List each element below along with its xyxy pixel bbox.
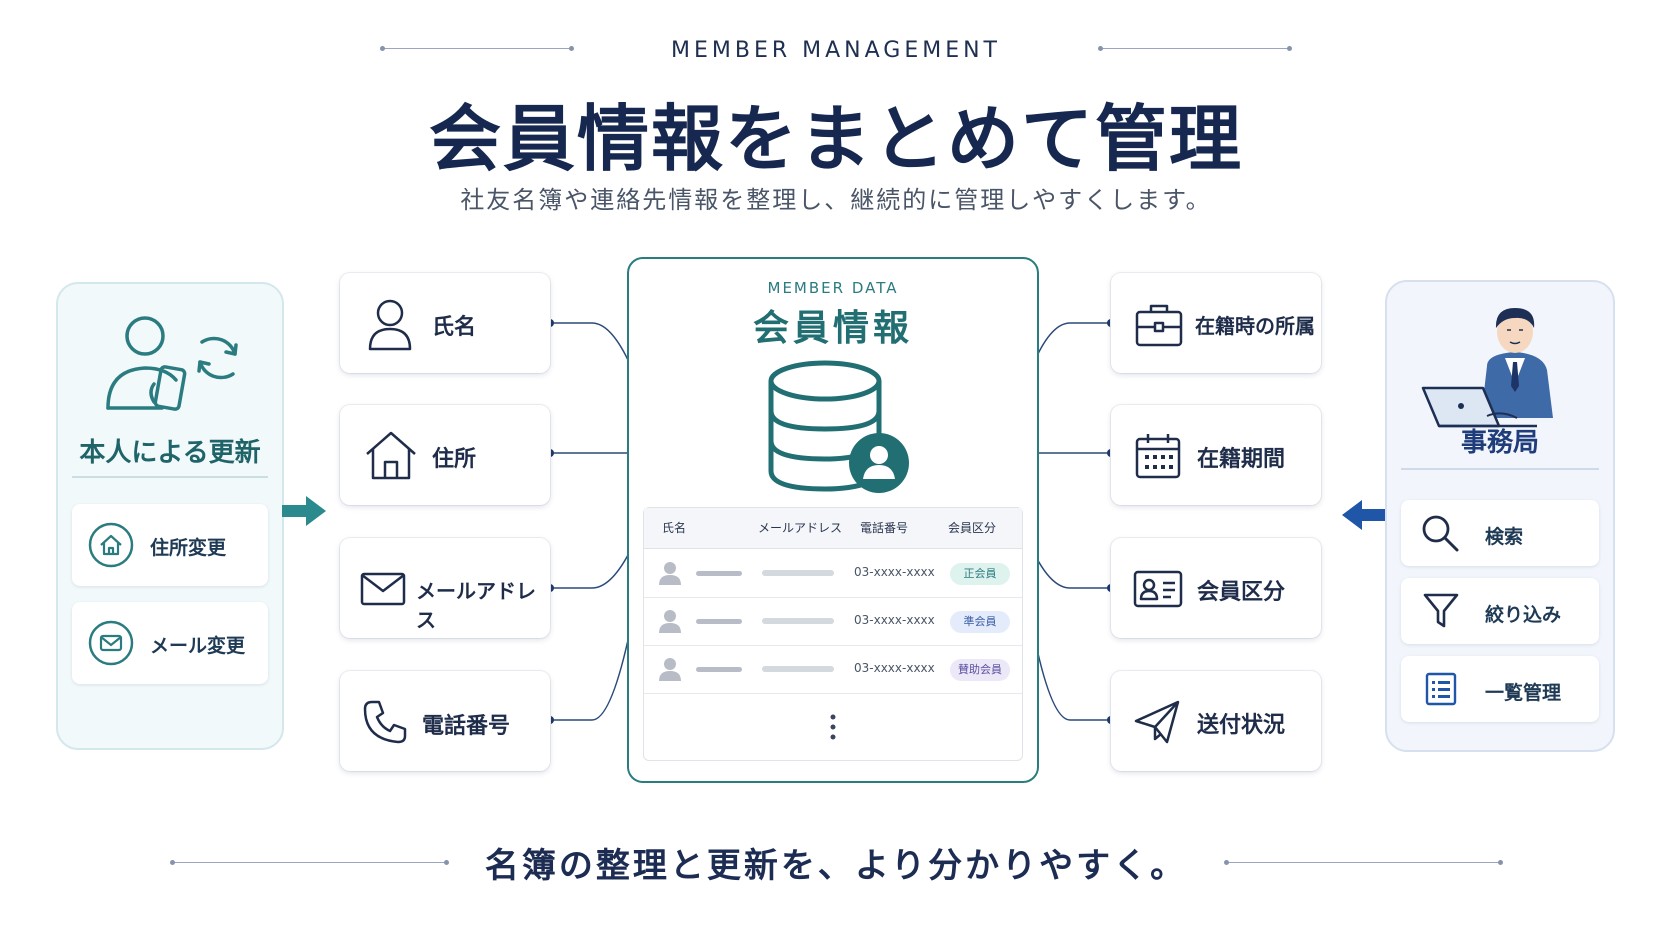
- search-icon: [1422, 515, 1459, 552]
- column-header-phone: 電話番号: [860, 521, 909, 535]
- mail-change-item[interactable]: メール変更: [72, 602, 268, 684]
- list-management-item[interactable]: 一覧管理: [1401, 656, 1599, 722]
- avatar-icon: [659, 610, 681, 633]
- filter-icon: [1423, 593, 1459, 628]
- status-badge: 正会員: [950, 563, 1010, 585]
- field-card-phone: 電話番号: [340, 671, 550, 771]
- self-update-title: 本人による更新: [79, 438, 261, 468]
- phone-icon: [363, 700, 407, 744]
- search-label: 検索: [1485, 526, 1524, 548]
- field-label-period: 在籍期間: [1197, 447, 1286, 472]
- phone-value: 03-xxxx-xxxx: [854, 613, 935, 627]
- field-card-email: メールアドレス: [340, 538, 550, 638]
- avatar-icon: [659, 562, 681, 585]
- member-table-header: 氏名 メールアドレス 電話番号 会員区分: [644, 508, 1022, 549]
- field-label-address: 住所: [432, 447, 477, 472]
- page-subtitle: 社友名簿や連絡先情報を整理し、継続的に管理しやすくします。: [460, 186, 1212, 214]
- field-card-delivery: 送付状況: [1111, 671, 1321, 771]
- filter-label: 絞り込み: [1485, 604, 1562, 626]
- filter-item[interactable]: 絞り込み: [1401, 578, 1599, 644]
- footer-rule-left: [170, 860, 449, 865]
- table-row[interactable]: 03-xxxx-xxxx 賛助会員: [644, 645, 1022, 694]
- list-management-label: 一覧管理: [1485, 682, 1562, 704]
- field-card-address: 住所: [340, 405, 550, 505]
- more-vertical-icon[interactable]: [828, 713, 838, 743]
- mail-icon: [360, 572, 406, 606]
- field-card-name: 氏名: [340, 273, 550, 373]
- field-label-department: 在籍時の所属: [1195, 314, 1315, 338]
- field-label-email: メールアドレス: [416, 579, 536, 632]
- list-icon: [1425, 672, 1457, 706]
- member-data-card: MEMBER DATA 会員情報 氏名 メールアドレス 電話番号 会員区分 03…: [627, 257, 1039, 783]
- phone-value: 03-xxxx-xxxx: [854, 565, 935, 579]
- mail-change-label: メール変更: [150, 635, 246, 657]
- field-card-period: 在籍期間: [1111, 405, 1321, 505]
- panel-divider: [1401, 468, 1599, 470]
- address-change-item[interactable]: 住所変更: [72, 504, 268, 586]
- avatar-icon: [659, 658, 681, 681]
- arrow-right-icon: [282, 496, 326, 526]
- mail-icon: [88, 620, 134, 666]
- home-icon: [88, 522, 134, 568]
- calendar-icon: [1135, 434, 1181, 479]
- person-phone-sync-icon: [106, 316, 238, 411]
- address-change-label: 住所変更: [150, 537, 227, 559]
- footer-rule-right: [1224, 860, 1503, 865]
- arrow-left-icon: [1342, 500, 1386, 530]
- header-rule-left: [380, 46, 574, 51]
- secretariat-panel: 事務局 検索 絞り込み 一覧管理: [1385, 280, 1615, 752]
- name-placeholder: [696, 667, 742, 672]
- secretariat-title: 事務局: [1460, 428, 1539, 458]
- home-icon: [366, 431, 416, 480]
- database-user-icon: [768, 360, 909, 493]
- member-table: 氏名 メールアドレス 電話番号 会員区分 03-xxxx-xxxx 正会員 03…: [643, 507, 1023, 761]
- name-placeholder: [696, 571, 742, 576]
- table-row[interactable]: 03-xxxx-xxxx 正会員: [644, 549, 1022, 598]
- field-label-delivery: 送付状況: [1197, 713, 1286, 738]
- office-staff-icon: [1421, 308, 1553, 428]
- field-label-category: 会員区分: [1197, 580, 1286, 605]
- header-eyebrow: MEMBER MANAGEMENT: [670, 38, 1001, 63]
- field-label-name: 氏名: [432, 315, 477, 340]
- email-placeholder: [762, 618, 834, 624]
- search-item[interactable]: 検索: [1401, 500, 1599, 566]
- briefcase-icon: [1135, 304, 1183, 347]
- panel-divider: [72, 476, 268, 478]
- table-row[interactable]: 03-xxxx-xxxx 準会員: [644, 597, 1022, 646]
- person-icon: [368, 299, 412, 351]
- email-placeholder: [762, 666, 834, 672]
- member-data-title: 会員情報: [752, 308, 913, 349]
- self-update-panel: 本人による更新 住所変更 メール変更: [56, 282, 284, 750]
- id-card-icon: [1133, 570, 1183, 608]
- field-label-phone: 電話番号: [422, 714, 511, 739]
- page-title: 会員情報をまとめて管理: [428, 97, 1243, 181]
- column-header-name: 氏名: [662, 521, 687, 535]
- member-data-eyebrow: MEMBER DATA: [767, 279, 899, 297]
- field-card-category: 会員区分: [1111, 538, 1321, 638]
- header-rule-right: [1098, 46, 1292, 51]
- field-card-department: 在籍時の所属: [1111, 273, 1321, 373]
- status-badge: 賛助会員: [950, 659, 1010, 681]
- name-placeholder: [696, 619, 742, 624]
- column-header-category: 会員区分: [948, 521, 997, 535]
- status-badge: 準会員: [950, 611, 1010, 633]
- email-placeholder: [762, 570, 834, 576]
- column-header-email: メールアドレス: [758, 521, 843, 535]
- phone-value: 03-xxxx-xxxx: [854, 661, 935, 675]
- footer-tagline: 名簿の整理と更新を、より分かりやすく。: [484, 846, 1188, 886]
- send-icon: [1134, 700, 1180, 744]
